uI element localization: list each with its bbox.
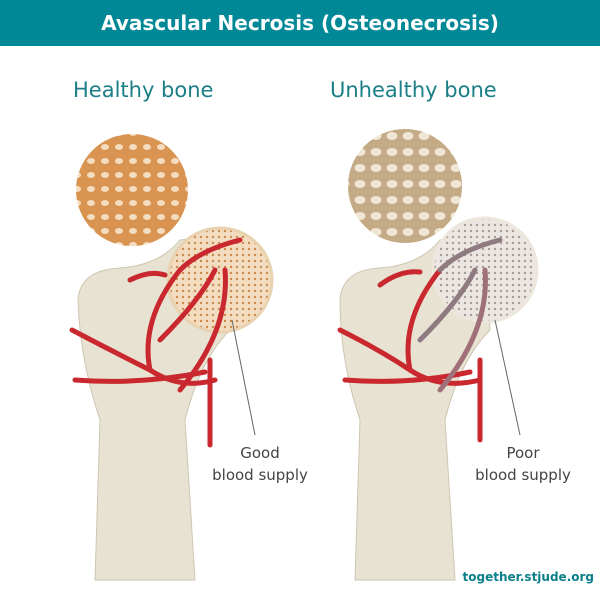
unhealthy-bone-title: Unhealthy bone (330, 78, 497, 102)
poor-blood-supply-label: Poor blood supply (468, 442, 578, 486)
healthy-bone-closeup (74, 132, 190, 248)
label-line: blood supply (475, 466, 571, 484)
site-url: together.stjude.org (462, 570, 594, 584)
good-blood-supply-label: Good blood supply (205, 442, 315, 486)
page-title: Avascular Necrosis (Osteonecrosis) (0, 0, 600, 46)
label-line: blood supply (212, 466, 308, 484)
label-line: Poor (506, 444, 540, 462)
unhealthy-bone-closeup (346, 127, 464, 245)
healthy-bone-title: Healthy bone (73, 78, 214, 102)
healthy-femur (69, 132, 274, 581)
arteries (337, 237, 503, 443)
arteries (69, 237, 243, 448)
unhealthy-femur (337, 127, 539, 581)
label-line: Good (240, 444, 280, 462)
